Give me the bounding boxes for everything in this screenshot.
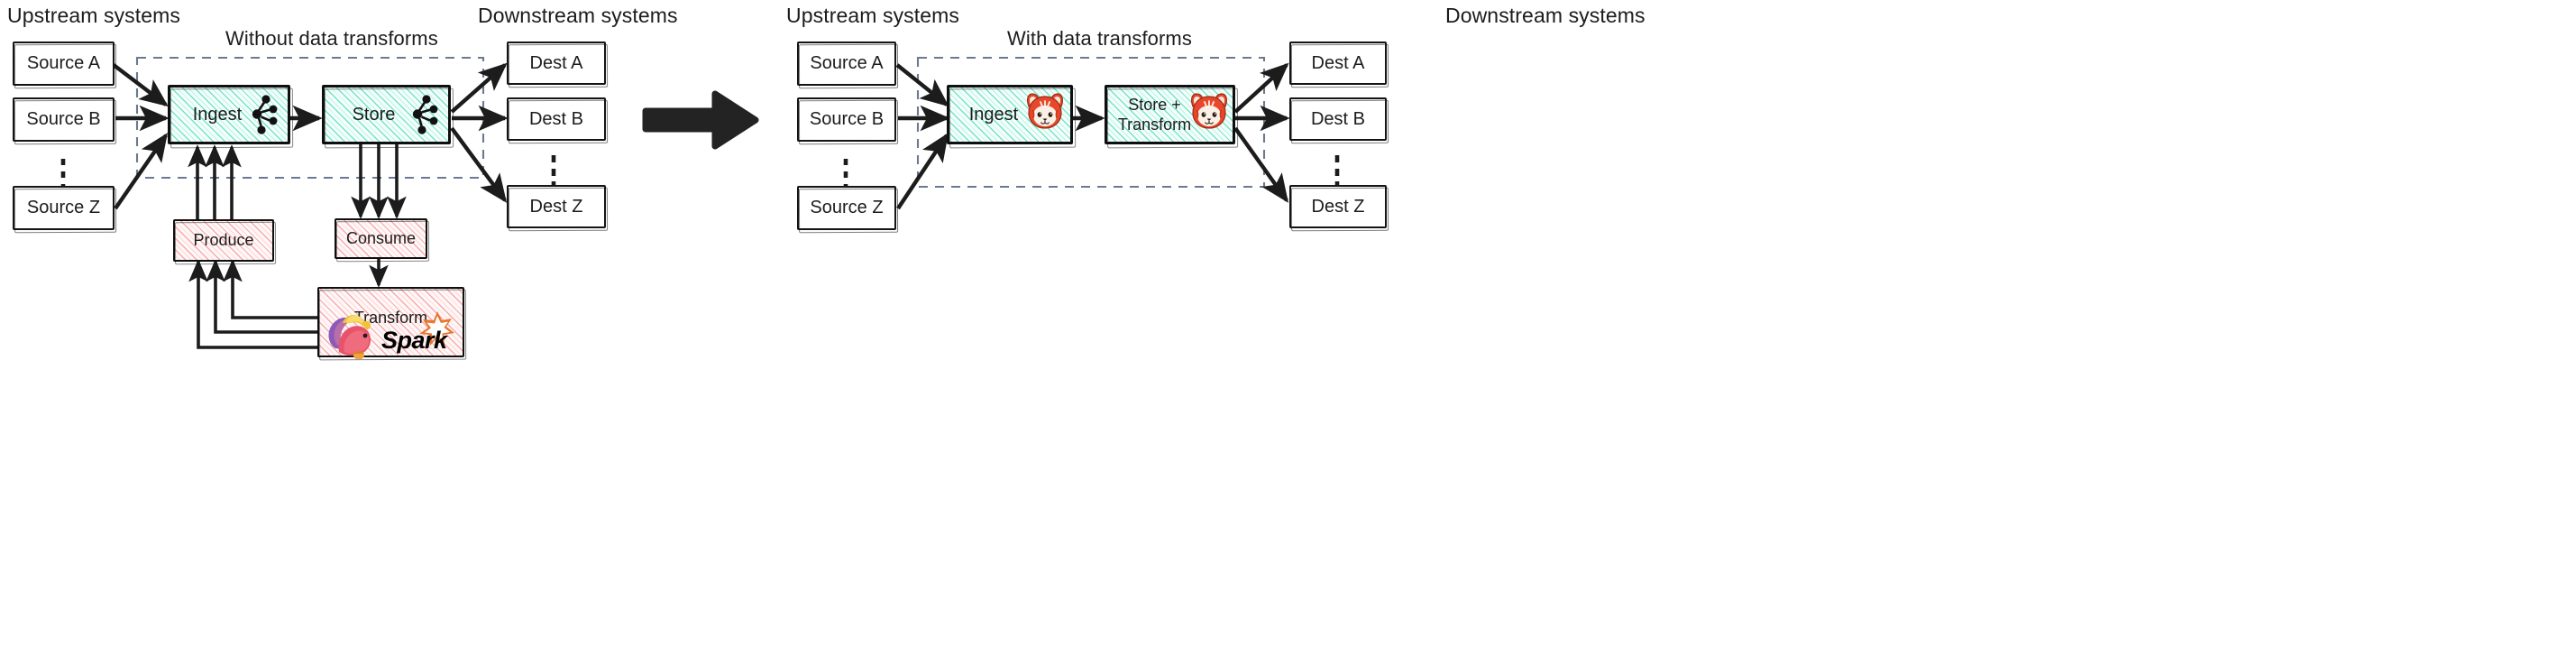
- left-transform-box[interactable]: Transform: [317, 287, 467, 361]
- left-source-box-a[interactable]: Source A: [13, 42, 117, 89]
- box-frame: [13, 97, 115, 142]
- redpanda-icon: [1024, 92, 1066, 130]
- box-frame: [322, 85, 451, 144]
- left-upstream-label: Upstream systems: [7, 4, 181, 27]
- spark-icon: Spark: [380, 309, 463, 357]
- left-source-z-label: Source Z: [26, 198, 101, 217]
- spark-wordmark: Spark: [381, 327, 449, 354]
- box-frame: [1105, 85, 1235, 144]
- right-ingest-label: Ingest: [968, 104, 1019, 125]
- right-dest-z-label: Dest Z: [1311, 196, 1365, 217]
- right-downstream-label: Downstream systems: [1445, 4, 1646, 27]
- box-frame: [507, 185, 606, 228]
- left-source-b-label: Source B: [26, 109, 101, 129]
- arrow-store-destZ: [450, 126, 508, 203]
- left-store-label: Store: [352, 104, 396, 125]
- left-ingest-box[interactable]: Ingest: [168, 85, 294, 149]
- box-frame: [797, 97, 896, 142]
- left-panel-title: Without data transforms: [225, 27, 438, 50]
- arrow-transform-produce-2: [206, 259, 318, 334]
- right-source-a-label: Source A: [810, 53, 884, 73]
- box-fill: [948, 86, 1072, 143]
- box-frame: [317, 287, 464, 357]
- box-frame: [797, 186, 896, 230]
- right-panel-title: With data transforms: [1007, 27, 1192, 50]
- right-source-z-label: Source Z: [810, 198, 884, 217]
- box-frame: [13, 42, 115, 86]
- left-produce-label: Produce: [193, 231, 254, 250]
- arrow-store-destA: [450, 62, 508, 114]
- box-fill: [174, 220, 273, 261]
- left-transform-label: Transform: [353, 309, 428, 327]
- arrow-sourceA-ingest: [112, 63, 169, 107]
- flink-squirrel-icon: [323, 309, 377, 360]
- left-dest-z-label: Dest Z: [529, 196, 583, 217]
- box-fill: [169, 86, 289, 143]
- box-frame: [507, 42, 606, 85]
- left-consume-label: Consume: [345, 229, 417, 248]
- left-dest-box-b[interactable]: Dest B: [507, 97, 609, 144]
- box-frame: [1289, 97, 1387, 141]
- box-frame: [335, 218, 427, 259]
- kafka-icon: [251, 94, 281, 135]
- r-arrow-sourceA-ingest: [895, 63, 949, 107]
- right-source-box-z[interactable]: Source Z: [797, 186, 899, 234]
- left-produce-box[interactable]: Produce: [173, 219, 277, 265]
- right-upstream-label: Upstream systems: [786, 4, 960, 27]
- store-transform-line2: Transform: [1117, 115, 1192, 134]
- right-ingest-box[interactable]: Ingest: [947, 85, 1077, 149]
- right-dest-box-a[interactable]: Dest A: [1289, 42, 1389, 88]
- box-fill: [335, 219, 426, 258]
- right-source-box-a[interactable]: Source A: [797, 42, 899, 89]
- left-downstream-label: Downstream systems: [478, 4, 678, 27]
- r-arrow-store-destZ: [1233, 126, 1289, 203]
- right-dest-box-b[interactable]: Dest B: [1289, 97, 1389, 144]
- left-store-box[interactable]: Store: [322, 85, 454, 149]
- right-dest-b-label: Dest B: [1310, 108, 1366, 129]
- box-frame: [1289, 42, 1387, 85]
- r-arrow-store-destA: [1233, 62, 1289, 114]
- left-dest-box-z[interactable]: Dest Z: [507, 185, 609, 232]
- left-ingest-label: Ingest: [192, 104, 243, 125]
- right-dest-a-label: Dest A: [1311, 52, 1365, 73]
- r-arrow-sourceZ-ingest: [896, 133, 949, 210]
- arrow-sourceZ-ingest: [114, 133, 169, 210]
- left-dest-box-a[interactable]: Dest A: [507, 42, 609, 88]
- left-dest-b-label: Dest B: [528, 108, 584, 129]
- redpanda-icon: [1188, 92, 1230, 130]
- box-frame: [13, 186, 115, 230]
- right-source-box-b[interactable]: Source B: [797, 97, 899, 145]
- box-fill: [323, 86, 450, 143]
- kafka-icon: [411, 94, 442, 135]
- arrow-transform-produce-3: [223, 259, 318, 319]
- left-source-box-b[interactable]: Source B: [13, 97, 117, 145]
- store-transform-line1: Store +: [1128, 95, 1181, 114]
- box-frame: [797, 42, 896, 86]
- left-dest-a-label: Dest A: [529, 52, 583, 73]
- left-consume-box[interactable]: Consume: [335, 218, 430, 263]
- left-source-a-label: Source A: [26, 53, 101, 73]
- center-big-arrow: [642, 90, 759, 150]
- right-dest-box-z[interactable]: Dest Z: [1289, 185, 1389, 232]
- arrow-transform-produce-1: [188, 259, 318, 349]
- right-source-b-label: Source B: [809, 109, 885, 129]
- right-store-transform-box[interactable]: Store + Transform: [1105, 85, 1239, 149]
- right-store-transform-label: Store + Transform: [1118, 95, 1191, 135]
- box-frame: [1289, 185, 1387, 228]
- left-source-box-z[interactable]: Source Z: [13, 186, 117, 234]
